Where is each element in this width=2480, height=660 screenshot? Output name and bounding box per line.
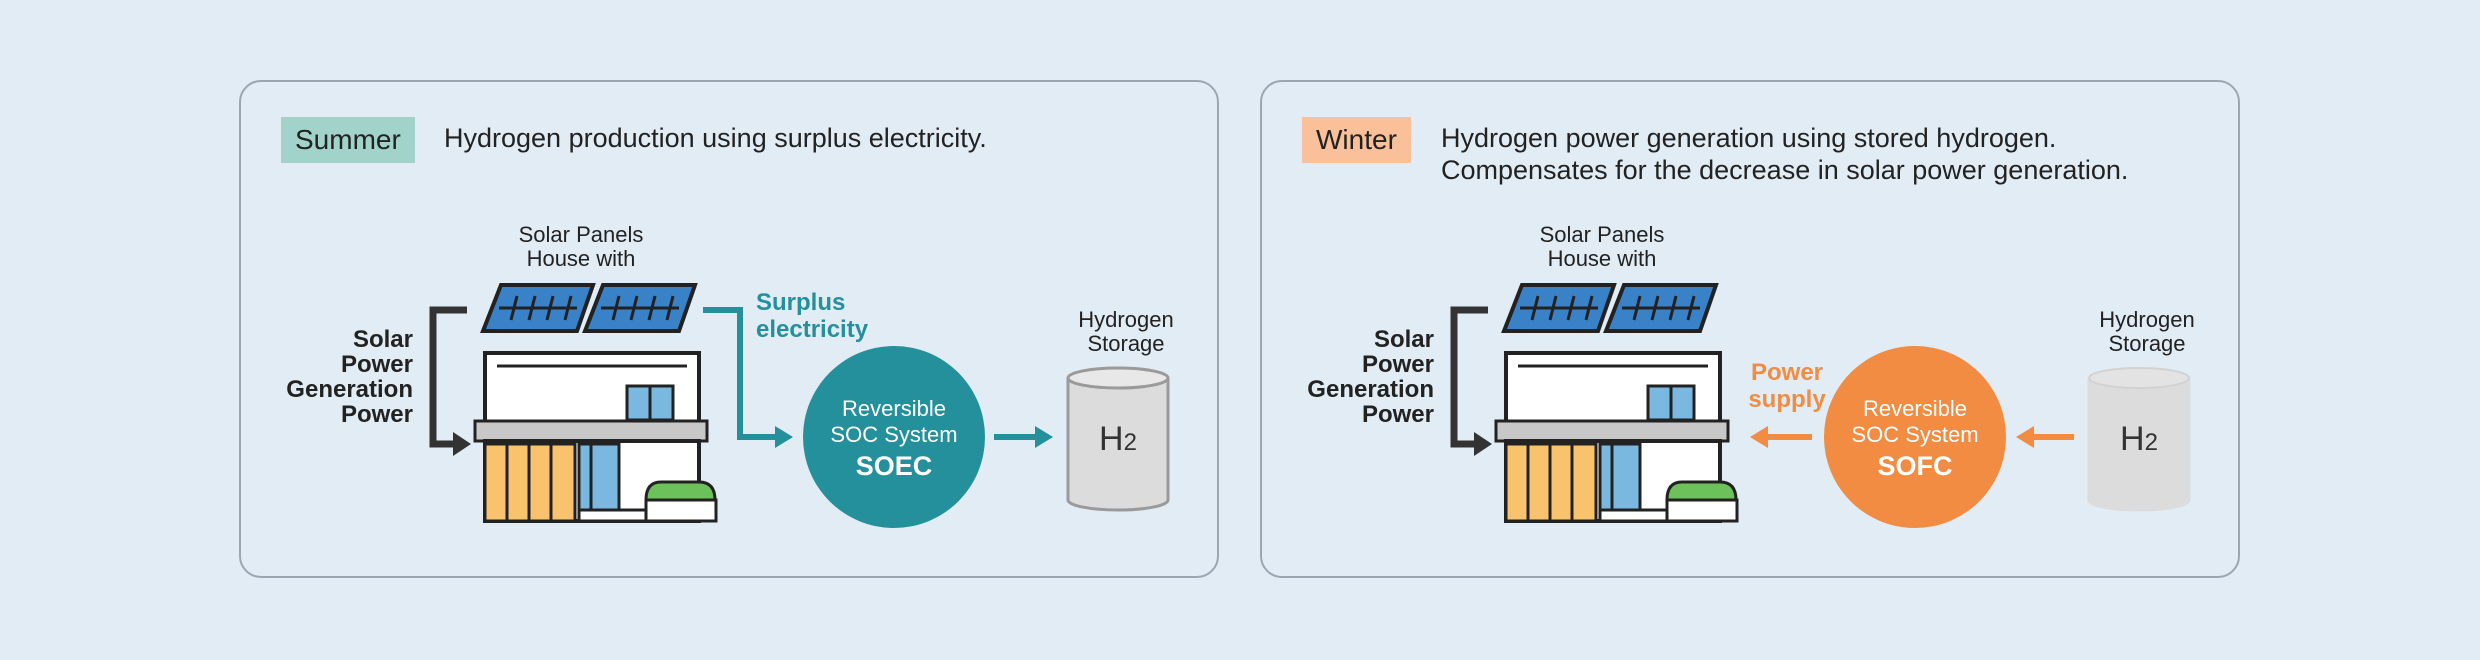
summer-generation-bracket-arrow	[429, 306, 471, 456]
summer-house-label-line-1: Solar Panels	[518, 222, 644, 247]
summer-generation-label-line-4: Power	[340, 401, 413, 428]
summer-flow-label: Surplus electricity	[756, 289, 868, 343]
winter-generation-label-line-4: Power	[1361, 401, 1434, 428]
summer-flow-label-line-2: electricity	[756, 316, 869, 343]
summer-storage-label-line-1: Hydrogen	[1078, 307, 1174, 332]
winter-description: Hydrogen power generation using stored h…	[1441, 122, 2128, 186]
winter-tag: Winter	[1302, 117, 1411, 163]
summer-soc-mode: SOEC	[855, 451, 933, 481]
winter-house-label-line-1: Solar Panels	[1539, 222, 1665, 247]
summer-solar-panels-icon	[480, 283, 698, 333]
winter-description-line-1: Hydrogen power generation using stored h…	[1441, 123, 2057, 153]
winter-flow-label: Power supply	[1740, 359, 1834, 413]
summer-generation-label: Solar Power Generation Power	[261, 327, 413, 427]
summer-soc-system-label-line-2: SOC System	[830, 422, 958, 447]
winter-solar-panels-icon	[1501, 283, 1719, 333]
winter-flow-label-line-2: supply	[1748, 386, 1826, 413]
summer-description-line-1: Hydrogen production using surplus electr…	[444, 123, 987, 153]
summer-generation-label-line-1: Solar	[352, 326, 413, 353]
summer-tank-symbol-h: H	[1099, 420, 1124, 458]
winter-storage-label: Hydrogen Storage	[2082, 308, 2212, 356]
winter-description-line-2: Compensates for the decrease in solar po…	[1441, 155, 2129, 185]
summer-hydrogen-tank-icon	[1066, 366, 1170, 512]
summer-house-label: Solar Panels House with	[496, 223, 666, 271]
summer-diagram	[429, 283, 1170, 528]
summer-tag: Summer	[281, 117, 415, 163]
summer-storage-label: Hydrogen Storage	[1061, 308, 1191, 356]
summer-house-label-line-2: House with	[526, 246, 636, 271]
summer-house-icon	[473, 351, 718, 523]
winter-from-storage-arrow	[2016, 426, 2074, 448]
winter-soc-system-label: Reversible SOC System	[1824, 396, 2006, 448]
winter-diagram	[1450, 283, 2191, 528]
summer-panel: Summer Hydrogen production using surplus…	[239, 80, 1219, 578]
summer-generation-label-line-2: Power	[340, 351, 413, 378]
summer-tank-symbol-subscript: 2	[1123, 429, 1137, 456]
summer-to-storage-arrow	[994, 426, 1053, 448]
winter-generation-label-line-1: Solar	[1373, 326, 1434, 353]
winter-generation-label-line-2: Power	[1361, 351, 1434, 378]
winter-soc-system-label-line-1: Reversible	[1863, 396, 1967, 421]
summer-surplus-arrow	[703, 307, 793, 448]
winter-soc-mode: SOFC	[1877, 451, 1953, 481]
winter-flow-label-line-1: Power	[1750, 359, 1824, 386]
winter-house-icon	[1494, 351, 1739, 523]
winter-panel: Winter Hydrogen power generation using s…	[1260, 80, 2240, 578]
summer-generation-label-line-3: Generation	[286, 376, 413, 403]
winter-power-supply-arrow	[1750, 426, 1812, 448]
winter-storage-label-line-2: Storage	[2108, 331, 2186, 356]
winter-generation-label: Solar Power Generation Power	[1282, 327, 1434, 427]
summer-tank-symbol: H2	[1068, 420, 1168, 462]
winter-generation-label-line-3: Generation	[1307, 376, 1434, 403]
winter-house-label-line-2: House with	[1547, 246, 1657, 271]
winter-storage-label-line-1: Hydrogen	[2099, 307, 2195, 332]
winter-house-label: Solar Panels House with	[1517, 223, 1687, 271]
winter-generation-bracket-arrow	[1450, 306, 1492, 456]
winter-tank-symbol: H2	[2089, 420, 2189, 462]
summer-soc-system-label-line-1: Reversible	[842, 396, 946, 421]
winter-soc-system-label-line-2: SOC System	[1851, 422, 1979, 447]
summer-flow-label-line-1: Surplus	[756, 289, 846, 316]
winter-tank-symbol-h: H	[2120, 420, 2145, 458]
summer-storage-label-line-2: Storage	[1087, 331, 1165, 356]
summer-soc-system-label: Reversible SOC System	[803, 396, 985, 448]
winter-soc-system-circle	[1824, 346, 2006, 528]
summer-soc-system-circle	[803, 346, 985, 528]
winter-tank-symbol-subscript: 2	[2144, 429, 2158, 456]
winter-hydrogen-tank-icon	[2087, 367, 2191, 512]
summer-description: Hydrogen production using surplus electr…	[444, 122, 987, 154]
